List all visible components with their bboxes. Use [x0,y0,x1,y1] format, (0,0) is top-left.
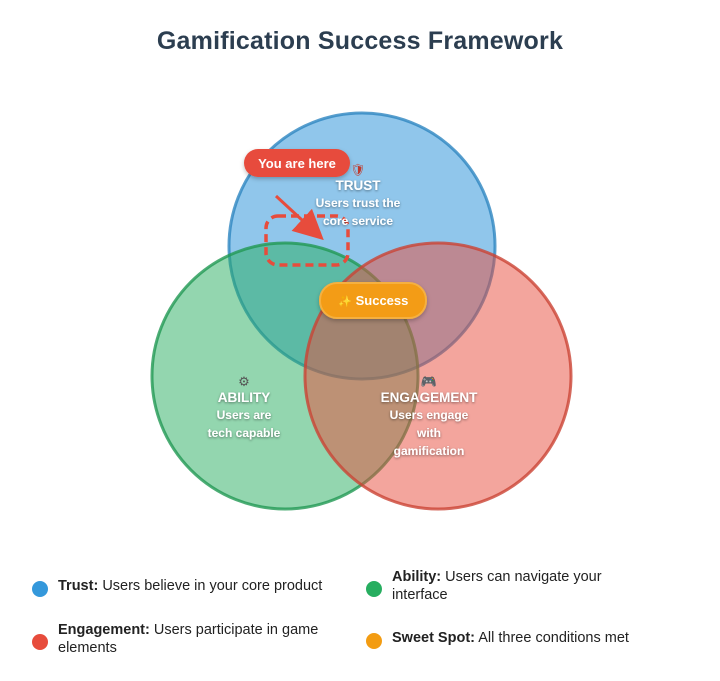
sweet-spot-dot-icon [366,633,382,649]
gamepad-icon: 🎮 [421,374,437,389]
success-label: Success [356,293,409,308]
legend-key-engagement: Engagement: [58,622,150,638]
legend-text-ability: Users can navigate your interface [392,569,602,603]
you-are-here-callout [244,149,350,177]
legend-key-trust: Trust: [58,578,99,594]
you-are-here-label: You are here [258,156,336,171]
legend-item-trust: Trust: Users believe in your core produc… [32,577,362,597]
trust-desc-line-2: core service [323,214,393,228]
sparkles-icon: ✨ [338,295,352,308]
engagement-dot-icon [32,634,48,650]
engagement-desc-line-3: gamification [394,444,465,458]
legend: Trust: Users believe in your core produc… [28,565,708,675]
legend-item-engagement: Engagement: Users participate in game el… [32,621,352,657]
legend-text-engagement: Users participate in game elements [58,622,319,656]
trust-label: TRUST [336,178,382,193]
success-badge [319,282,427,319]
legend-item-ability: Ability: Users can navigate your interfa… [366,568,656,604]
callout-arrow [274,194,324,241]
page-title: Gamification Success Framework [156,27,564,55]
ability-desc-line-1: Users are [217,408,272,422]
shield-icon: 🛡 [350,163,365,177]
ability-label: ABILITY [218,390,271,405]
engagement-label: ENGAGEMENT [381,390,479,405]
legend-text-trust: Users believe in your core product [102,578,323,594]
legend-text-sweet-spot: All three conditions met [478,630,629,646]
legend-key-ability: Ability: [392,569,442,585]
gear-icon: ⚙ [238,374,250,389]
engagement-desc-line-2: with [416,426,441,440]
ability-dot-icon [366,581,382,597]
ability-desc-line-2: tech capable [208,426,281,440]
trust-dot-icon [32,581,48,597]
trust-desc-line-1: Users trust the [316,196,401,210]
engagement-desc-line-1: Users engage [390,408,469,422]
legend-item-sweet-spot: Sweet Spot: All three conditions met [366,629,706,649]
legend-key-sweet-spot: Sweet Spot: [392,630,475,646]
